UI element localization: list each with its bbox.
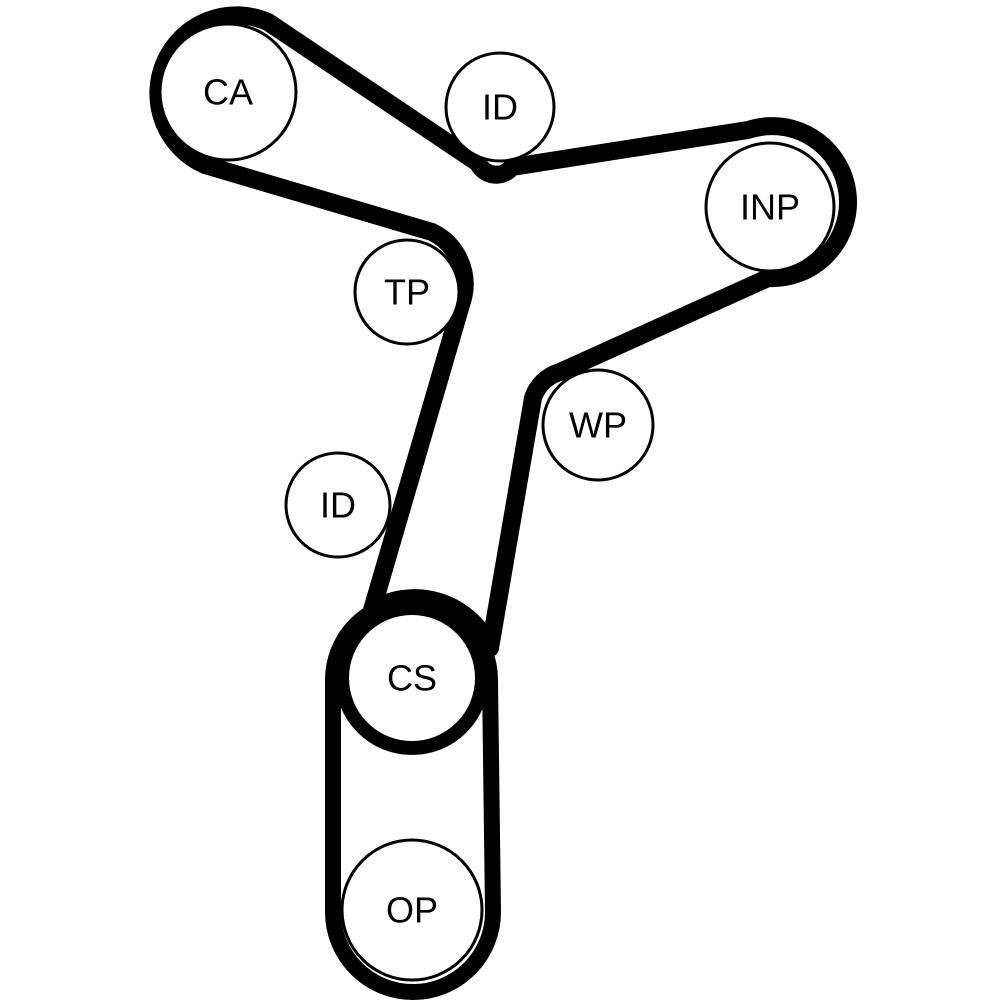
pulley-idler-lower: ID bbox=[284, 451, 392, 559]
pulley-label: TP bbox=[384, 272, 430, 313]
pulley-label: CS bbox=[387, 658, 437, 699]
pulley-label: ID bbox=[320, 485, 356, 526]
pulley-label: INP bbox=[740, 187, 800, 228]
pulley-label: ID bbox=[482, 87, 518, 128]
pulley-label: WP bbox=[569, 405, 627, 446]
pulley-label: CA bbox=[203, 72, 253, 113]
pulley-op: OP bbox=[340, 838, 484, 982]
pulley-inp: INP bbox=[704, 141, 836, 273]
pulley-cs: CS bbox=[335, 601, 489, 755]
pulley-wp: WP bbox=[541, 368, 655, 482]
pulley-label: OP bbox=[386, 890, 438, 931]
pulley-tp: TP bbox=[353, 238, 461, 346]
pulley-ca: CA bbox=[158, 22, 298, 162]
pulley-idler-top: ID bbox=[444, 51, 556, 163]
